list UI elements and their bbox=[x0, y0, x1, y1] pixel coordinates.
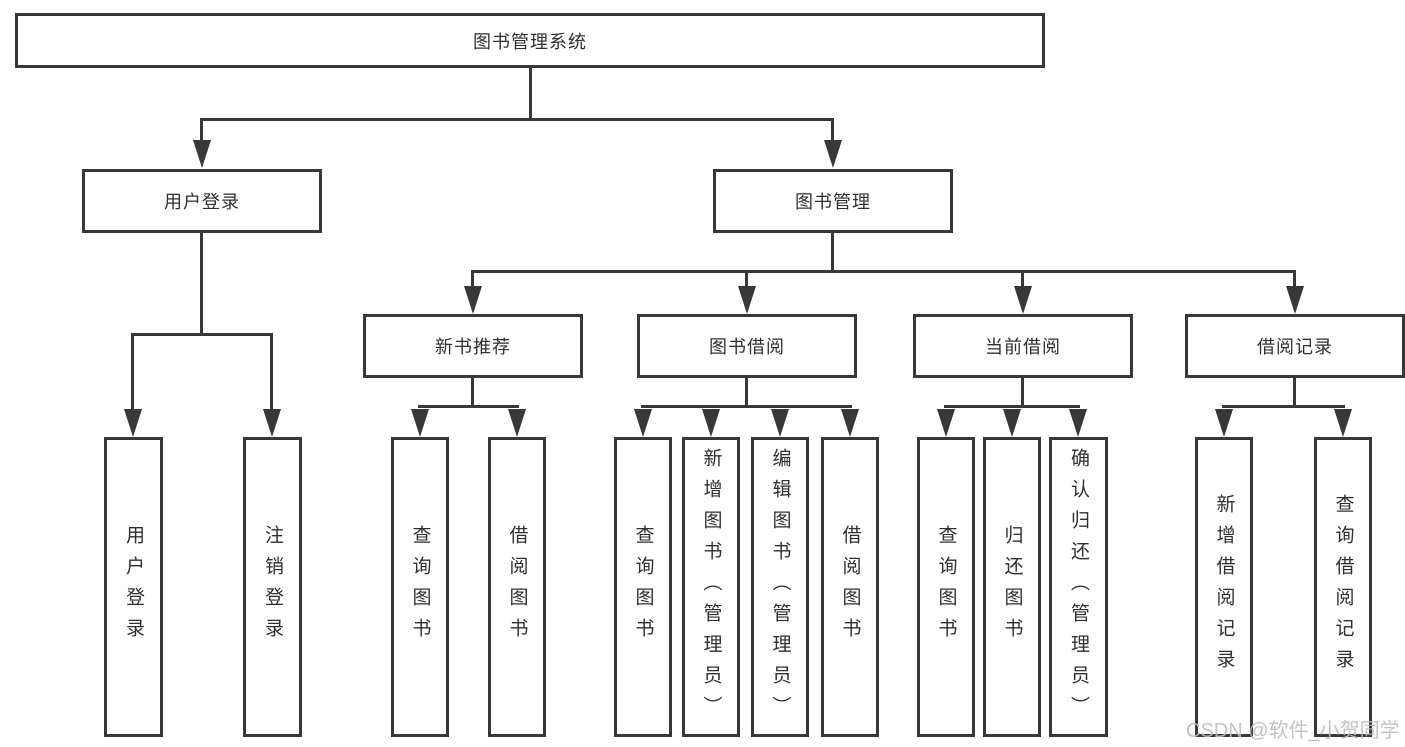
leaf-query-books-recommend-label: 查询图书 bbox=[409, 525, 431, 649]
arrow-down-icon bbox=[1215, 409, 1233, 437]
arrow-down-icon bbox=[1014, 286, 1032, 314]
node-borrow-records: 借阅记录 bbox=[1185, 314, 1405, 378]
connector-drop-borrow-records bbox=[1293, 270, 1296, 288]
node-current-borrow-label: 当前借阅 bbox=[985, 337, 1061, 357]
watermark: CSDN @软件_小贺同学 bbox=[1186, 720, 1400, 742]
leaf-query-books-borrow-label: 查询图书 bbox=[632, 525, 654, 649]
connector-borrow-records-branch bbox=[1222, 405, 1345, 408]
leaf-edit-book-admin: 编辑图书（管理员） bbox=[751, 437, 809, 737]
node-new-book-recommend-label: 新书推荐 bbox=[435, 337, 511, 357]
connector-root-branch bbox=[201, 118, 834, 121]
arrow-down-icon bbox=[1286, 286, 1304, 314]
leaf-borrow-books-recommend-label: 借阅图书 bbox=[506, 525, 528, 649]
connector-drop-book-borrow bbox=[745, 270, 748, 288]
node-root-system-label: 图书管理系统 bbox=[473, 31, 587, 52]
arrow-down-icon bbox=[411, 409, 429, 437]
leaf-logout: 注销登录 bbox=[243, 437, 302, 737]
arrow-down-icon bbox=[263, 409, 281, 437]
leaf-add-borrow-record-label: 新增借阅记录 bbox=[1213, 494, 1235, 680]
leaf-query-borrow-record-label: 查询借阅记录 bbox=[1332, 494, 1354, 680]
leaf-logout-label: 注销登录 bbox=[262, 525, 283, 649]
connector-drop-book-mgmt bbox=[831, 118, 834, 144]
leaf-borrow-books-recommend: 借阅图书 bbox=[488, 437, 546, 737]
connector-book-borrow-stem bbox=[745, 378, 748, 408]
node-borrow-records-label: 借阅记录 bbox=[1257, 337, 1333, 357]
connector-new-book-stem bbox=[471, 378, 474, 408]
leaf-query-books-current-label: 查询图书 bbox=[935, 525, 957, 649]
arrow-down-icon bbox=[464, 286, 482, 314]
arrow-down-icon bbox=[1069, 409, 1087, 437]
leaf-borrow-books-borrow: 借阅图书 bbox=[821, 437, 879, 737]
connector-drop-new-book bbox=[471, 270, 474, 288]
connector-user-login-branch bbox=[131, 333, 273, 336]
leaf-query-borrow-record: 查询借阅记录 bbox=[1314, 437, 1372, 737]
arrow-down-icon bbox=[702, 409, 720, 437]
connector-book-mgmt-branch bbox=[471, 270, 1296, 273]
leaf-confirm-return-admin-label: 确认归还（管理员） bbox=[1068, 447, 1089, 727]
connector-new-book-branch bbox=[418, 405, 519, 408]
arrow-down-icon bbox=[771, 409, 789, 437]
arrow-down-icon bbox=[824, 140, 842, 168]
node-book-mgmt-label: 图书管理 bbox=[795, 192, 871, 212]
connector-book-mgmt-stem bbox=[831, 233, 834, 273]
node-root-system: 图书管理系统 bbox=[15, 13, 1045, 68]
node-new-book-recommend: 新书推荐 bbox=[363, 314, 583, 378]
leaf-user-login: 用户登录 bbox=[104, 437, 163, 737]
arrow-down-icon bbox=[634, 409, 652, 437]
leaf-confirm-return-admin: 确认归还（管理员） bbox=[1049, 437, 1108, 737]
leaf-return-book: 归还图书 bbox=[983, 437, 1041, 737]
connector-root-stem bbox=[529, 68, 532, 120]
leaf-query-books-current: 查询图书 bbox=[917, 437, 975, 737]
leaf-edit-book-admin-label: 编辑图书（管理员） bbox=[769, 447, 791, 727]
arrow-down-icon bbox=[937, 409, 955, 437]
connector-book-borrow-branch bbox=[641, 405, 852, 408]
connector-drop-leaf-user-login bbox=[131, 333, 134, 411]
node-current-borrow: 当前借阅 bbox=[913, 314, 1133, 378]
node-user-login-label: 用户登录 bbox=[164, 192, 240, 212]
leaf-add-book-admin: 新增图书（管理员） bbox=[682, 437, 740, 737]
arrow-down-icon bbox=[1334, 409, 1352, 437]
leaf-borrow-books-borrow-label: 借阅图书 bbox=[839, 525, 861, 649]
leaf-add-borrow-record: 新增借阅记录 bbox=[1195, 437, 1253, 737]
node-book-borrow-label: 图书借阅 bbox=[709, 337, 785, 357]
connector-drop-user-login bbox=[200, 118, 203, 144]
connector-borrow-records-stem bbox=[1293, 378, 1296, 408]
node-user-login: 用户登录 bbox=[82, 169, 322, 233]
arrow-down-icon bbox=[193, 140, 211, 168]
leaf-return-book-label: 归还图书 bbox=[1001, 525, 1023, 649]
arrow-down-icon bbox=[1003, 409, 1021, 437]
leaf-query-books-borrow: 查询图书 bbox=[614, 437, 672, 737]
leaf-user-login-label: 用户登录 bbox=[123, 525, 144, 649]
leaf-query-books-recommend: 查询图书 bbox=[391, 437, 449, 737]
leaf-add-book-admin-label: 新增图书（管理员） bbox=[700, 447, 722, 727]
arrow-down-icon bbox=[124, 409, 142, 437]
connector-current-borrow-branch bbox=[944, 405, 1080, 408]
node-book-mgmt: 图书管理 bbox=[713, 169, 953, 233]
connector-drop-current-borrow bbox=[1021, 270, 1024, 288]
connector-drop-leaf-logout bbox=[270, 333, 273, 411]
connector-user-login-stem bbox=[200, 233, 203, 336]
arrow-down-icon bbox=[738, 286, 756, 314]
connector-current-borrow-stem bbox=[1021, 378, 1024, 408]
arrow-down-icon bbox=[841, 409, 859, 437]
arrow-down-icon bbox=[508, 409, 526, 437]
node-book-borrow: 图书借阅 bbox=[637, 314, 857, 378]
